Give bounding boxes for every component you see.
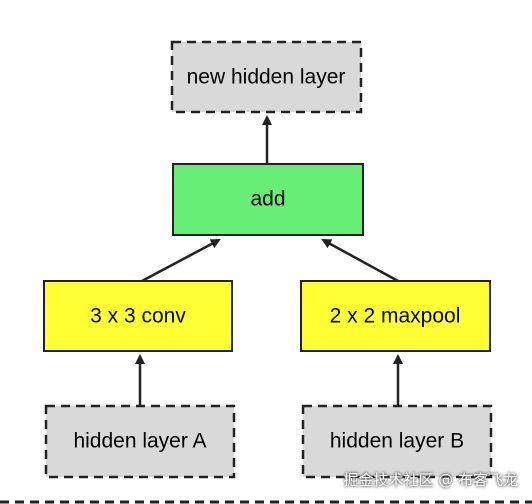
node-maxpool: 2 x 2 maxpool [300, 280, 491, 352]
node-add-label: add [250, 188, 285, 211]
node-new-hidden-layer-box [170, 40, 363, 114]
node-conv: 3 x 3 conv [43, 280, 233, 352]
bottom-dashed-border [0, 500, 532, 504]
watermark-text: 掘金技术社区 @ 布客飞龙 [343, 471, 518, 489]
node-hidden-layer-a-box [44, 404, 236, 479]
node-maxpool-box [300, 280, 491, 352]
node-hidden-layer-b-label: hidden layer B [330, 430, 464, 453]
node-conv-label: 3 x 3 conv [90, 305, 186, 328]
node-maxpool-label: 2 x 2 maxpool [330, 305, 461, 328]
node-new-hidden-layer: new hidden layer [170, 40, 363, 114]
node-hidden-layer-b: hidden layer B [301, 404, 493, 479]
node-hidden-layer-b-box [301, 404, 493, 479]
node-hidden-layer-a-label: hidden layer A [73, 430, 206, 453]
node-new-hidden-layer-label: new hidden layer [187, 66, 346, 89]
node-hidden-layer-a: hidden layer A [44, 404, 236, 479]
node-add-box [172, 163, 364, 236]
edge-maxpool-to-add [321, 238, 399, 283]
edge-conv-to-add [141, 238, 221, 283]
node-add: add [172, 163, 364, 236]
node-conv-box [43, 280, 233, 352]
